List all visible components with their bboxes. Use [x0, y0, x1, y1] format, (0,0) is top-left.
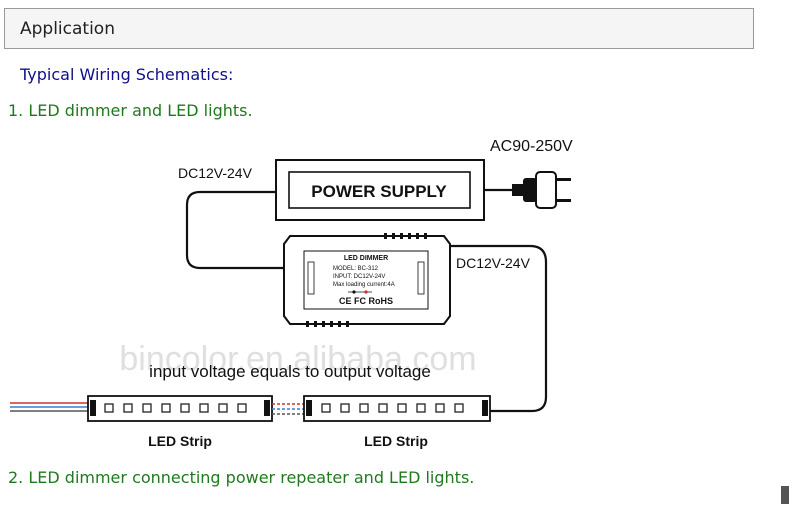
wiring-schematics-heading: Typical Wiring Schematics: — [20, 65, 234, 84]
input-wire-bundle — [10, 402, 88, 412]
application-header: Application — [4, 8, 754, 49]
strip-jumper-wires — [272, 403, 304, 415]
cropped-edge-mark — [781, 486, 789, 504]
dimmer-bottom-vents — [306, 321, 349, 327]
dimmer-top-vents — [384, 233, 427, 239]
power-supply-box — [275, 159, 485, 221]
voltage-note: input voltage equals to output voltage — [149, 362, 431, 381]
led-strip-2-label: LED Strip — [364, 433, 428, 449]
led-strip-1-label: LED Strip — [148, 433, 212, 449]
dimmer-title: LED DIMMER — [344, 255, 388, 262]
step-1-heading: 1. LED dimmer and LED lights. — [8, 101, 253, 120]
step-2-heading: 2. LED dimmer connecting power repeater … — [8, 468, 475, 487]
dc-output-label-right: DC12V-24V — [456, 255, 531, 271]
strip-2-leds — [321, 403, 464, 413]
ac-input-label: AC90-250V — [490, 138, 573, 155]
dimmer-label-panel — [303, 250, 429, 310]
wire-right-dc — [450, 244, 548, 413]
dimmer-input: INPUT: DC12V-24V — [333, 274, 385, 280]
ac-plug-icon — [512, 171, 571, 209]
power-supply-label: POWER SUPPLY — [311, 182, 447, 201]
dimmer-model: MODEL: BC-312 — [333, 266, 379, 272]
power-supply-inner-frame — [288, 171, 471, 209]
led-strip-1 — [87, 395, 273, 422]
dimmer-max-current: Max loading current:4A — [333, 282, 395, 288]
wire-left-dc — [185, 190, 284, 270]
dimmer-certification-marks: CE FC RoHS — [339, 296, 393, 306]
dimmer-terminal-marks — [348, 290, 372, 294]
led-strip-2 — [303, 395, 491, 422]
watermark-text: bincolor.en.alibaba.com — [119, 340, 476, 378]
header-title: Application — [20, 19, 115, 39]
dc-output-label-left: DC12V-24V — [178, 165, 253, 181]
strip-1-leds — [104, 403, 247, 413]
led-dimmer-unit: LED DIMMER MODEL: BC-312 INPUT: DC12V-24… — [283, 233, 451, 327]
